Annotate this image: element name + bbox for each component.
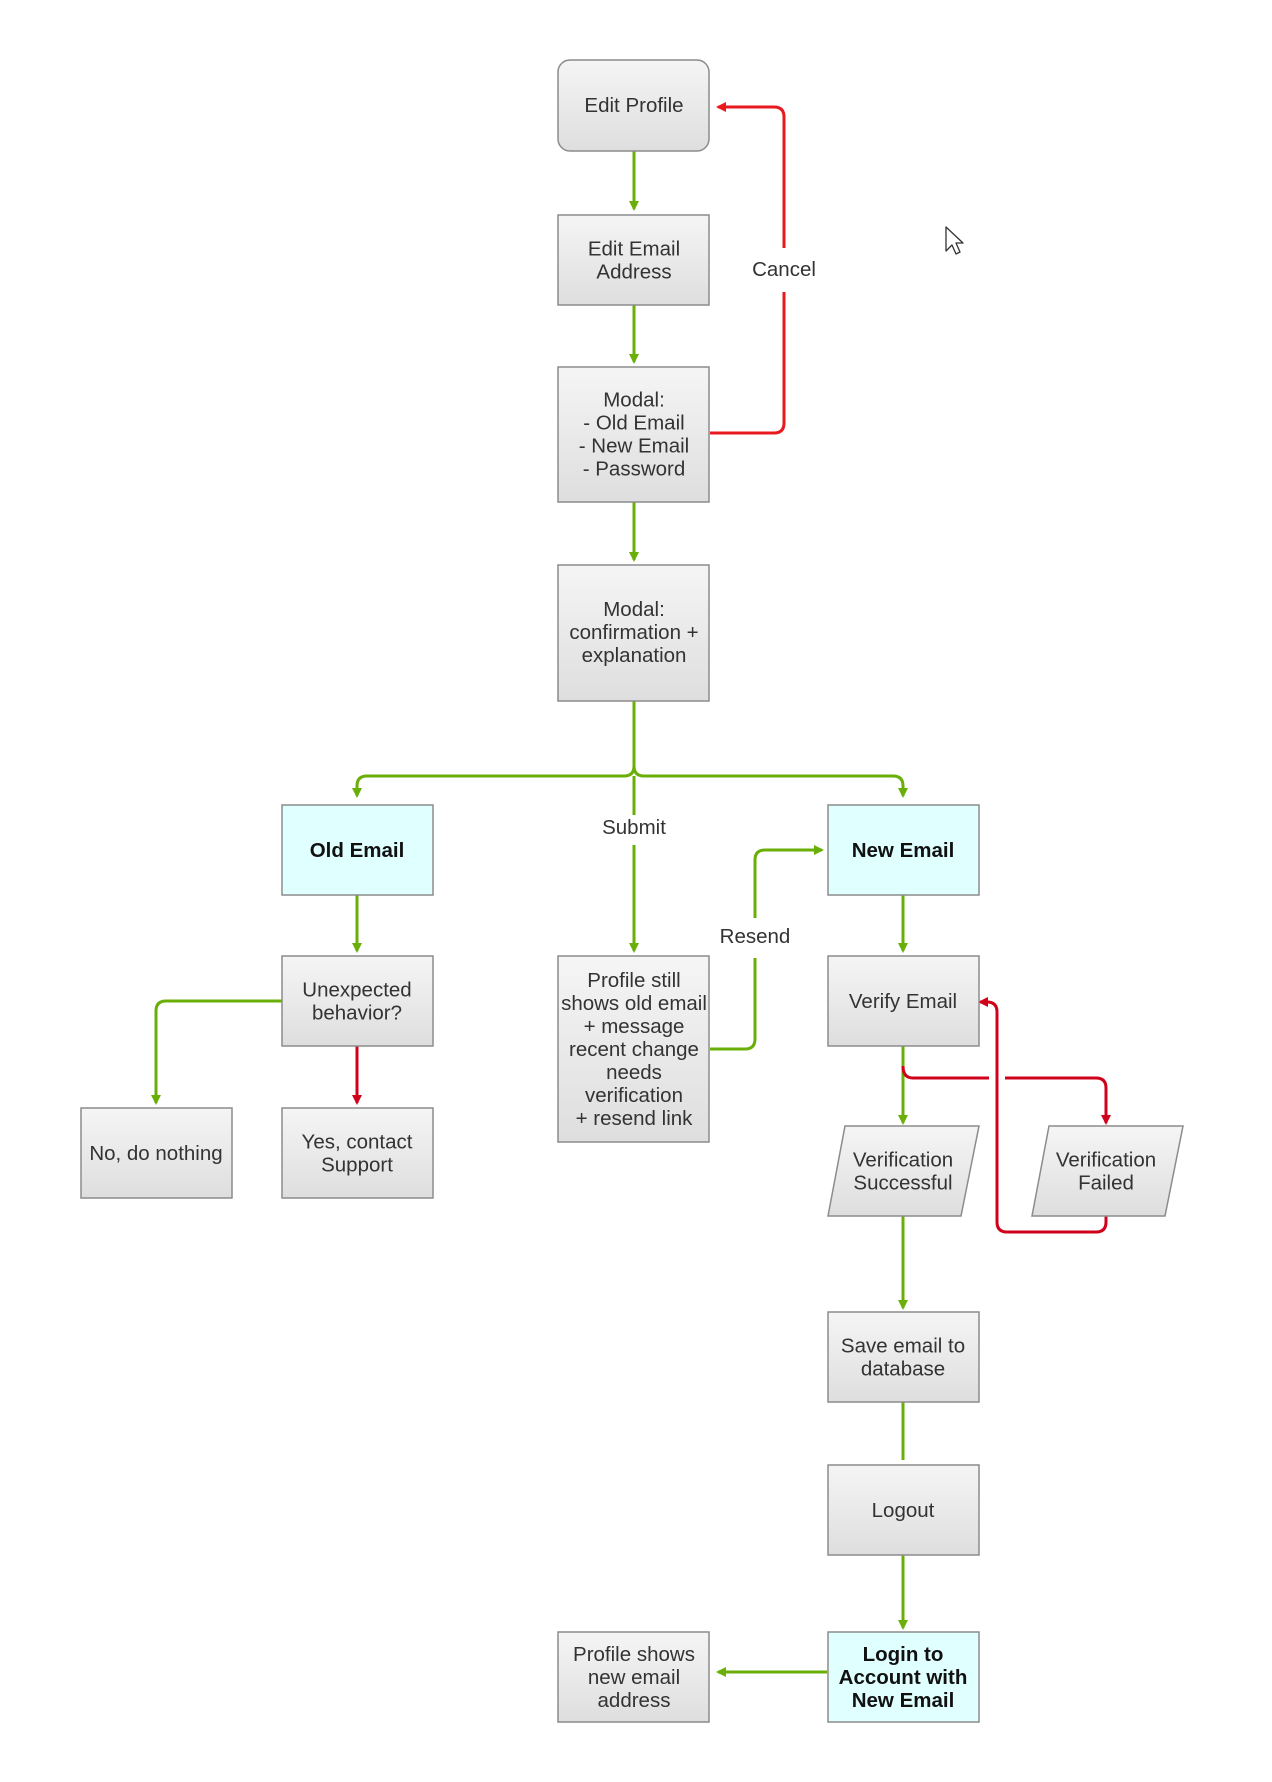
node-label-line: Support — [321, 1154, 393, 1177]
edge-confirm-to-new-email — [632, 765, 908, 798]
node-label-line: database — [861, 1358, 945, 1381]
node-new-email[interactable]: New Email — [827, 804, 980, 896]
node-label-line: address — [598, 1689, 671, 1712]
node-label-line: Verification — [853, 1149, 953, 1172]
node-modal-confirm[interactable]: Modal:confirmation +explanation — [557, 564, 710, 702]
node-label-line: - Old Email — [583, 412, 684, 435]
node-label-line: New Email — [852, 1689, 955, 1712]
node-logout[interactable]: Logout — [827, 1464, 980, 1556]
edge-confirm-to-old-email — [352, 700, 636, 798]
node-label-line: Profile shows — [573, 1643, 695, 1666]
node-label-line: Verify Email — [849, 990, 957, 1013]
node-label-line: shows old email — [561, 992, 707, 1015]
node-label-line: No, do nothing — [89, 1142, 222, 1165]
node-no-do-nothing[interactable]: No, do nothing — [80, 1107, 233, 1199]
node-old-email[interactable]: Old Email — [281, 804, 434, 896]
mouse-pointer-icon — [945, 226, 964, 255]
node-label-line: Edit Profile — [584, 94, 683, 117]
node-label-line: new email — [588, 1666, 680, 1689]
node-label-line: behavior? — [312, 1002, 402, 1025]
node-label-line: - Password — [583, 458, 686, 481]
node-label-line: Modal: — [603, 598, 665, 621]
node-edit-profile[interactable]: Edit Profile — [557, 59, 710, 152]
node-label-line: Verification — [1056, 1149, 1156, 1172]
node-label-line: Yes, contact — [302, 1131, 413, 1154]
node-label-line: Old Email — [310, 839, 405, 862]
node-label-line: Unexpected — [302, 979, 411, 1002]
node-label-line: Successful — [853, 1172, 952, 1195]
node-label-line: Logout — [872, 1499, 935, 1522]
node-label-line: New Email — [852, 839, 955, 862]
node-label-line: Save email to — [841, 1335, 965, 1358]
edge-labels: Cancel Submit Resend — [598, 252, 824, 958]
node-label-line: + resend link — [576, 1107, 694, 1130]
node-verify-email[interactable]: Verify Email — [827, 955, 980, 1047]
edge-label-resend: Resend — [720, 925, 791, 948]
node-label-line: + message — [584, 1015, 685, 1038]
node-label-line: Profile still — [587, 969, 680, 992]
node-label-line: verification — [585, 1084, 683, 1107]
node-label-line: Modal: — [603, 389, 665, 412]
edge-resend-loop — [710, 850, 822, 1051]
node-label-line: needs — [606, 1061, 662, 1084]
edge-label-submit: Submit — [602, 816, 666, 839]
node-label-line: Edit Email — [588, 238, 680, 261]
node-label-line: Account with — [839, 1666, 968, 1689]
edge-verify-to-failed — [901, 1065, 1106, 1123]
edge-failed-to-verify — [978, 997, 1108, 1234]
node-label-line: explanation — [582, 644, 687, 667]
edge-cancel-loop — [710, 107, 786, 435]
node-label-line: Failed — [1078, 1172, 1134, 1195]
node-label-line: Login to — [863, 1643, 944, 1666]
edge-label-cancel: Cancel — [752, 258, 816, 281]
edges — [151, 107, 1108, 1677]
node-label-line: - New Email — [579, 435, 690, 458]
node-label-line: recent change — [569, 1038, 699, 1061]
edge-unexpected-to-no — [151, 999, 282, 1105]
node-label-line: confirmation + — [569, 621, 698, 644]
node-modal-form[interactable]: Modal:- Old Email- New Email- Password — [557, 366, 710, 503]
node-label-line: Address — [596, 261, 671, 284]
